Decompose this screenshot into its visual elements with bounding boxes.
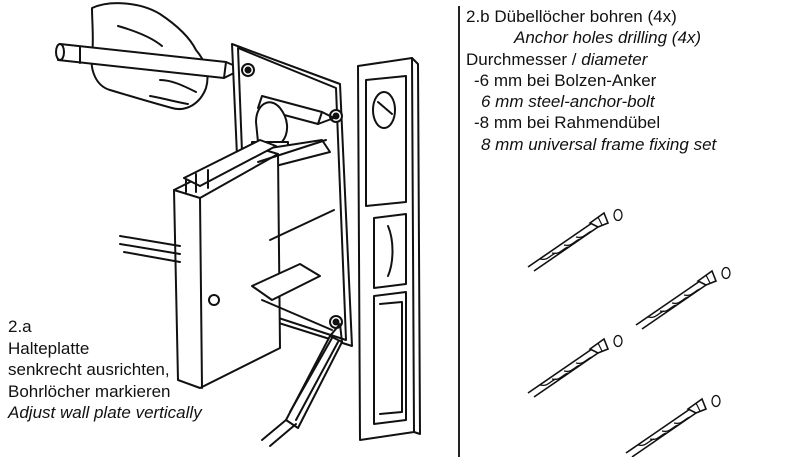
pencil-top-icon [55, 43, 243, 79]
step-2b-text: 2.b Dübellöcher bohren (4x) Anchor holes… [466, 6, 784, 155]
drill-bit-2-icon [635, 266, 731, 330]
diameter-label-de: Durchmesser / [466, 49, 582, 69]
wall-plate-drawing [55, 2, 421, 447]
option1-de: -6 mm bei Bolzen-Anker [474, 70, 657, 90]
step-2a-line4-en: Adjust wall plate vertically [8, 403, 202, 422]
step-2b-heading: 2.b Dübellöcher bohren (4x) [466, 7, 677, 26]
spirit-level-icon [357, 57, 421, 441]
step-2a-number: 2.a [8, 317, 32, 336]
wall-plate-illustration [55, 2, 421, 447]
step-2a-line1: Halteplatte [8, 338, 90, 358]
option2-en: 8 mm universal frame fixing set [481, 134, 717, 154]
drill-bit-1-icon [527, 208, 623, 272]
step-2a-line3: Bohrlöcher markieren [8, 381, 171, 401]
hinge-bracket [173, 139, 335, 389]
option2-de: -8 mm bei Rahmendübel [474, 113, 661, 133]
step-2a-caption: 2.a Halteplatte senkrecht ausrichten, Bo… [8, 316, 288, 424]
drill-bits-illustration [460, 195, 785, 457]
step-2a-line2: senkrecht ausrichten, [8, 360, 170, 379]
drill-bits-drawing [527, 208, 731, 457]
step-2b-heading-en: Anchor holes drilling (4x) [514, 28, 702, 48]
column-divider [458, 6, 460, 457]
pencil-bottom-icon [261, 323, 343, 447]
drill-bit-3-icon [527, 334, 623, 398]
drill-bit-4-icon [625, 394, 721, 457]
diameter-label-en: diameter [581, 49, 648, 69]
option1-en: 6 mm steel-anchor-bolt [481, 92, 655, 112]
diameter-label: Durchmesser / diameter [466, 49, 784, 70]
